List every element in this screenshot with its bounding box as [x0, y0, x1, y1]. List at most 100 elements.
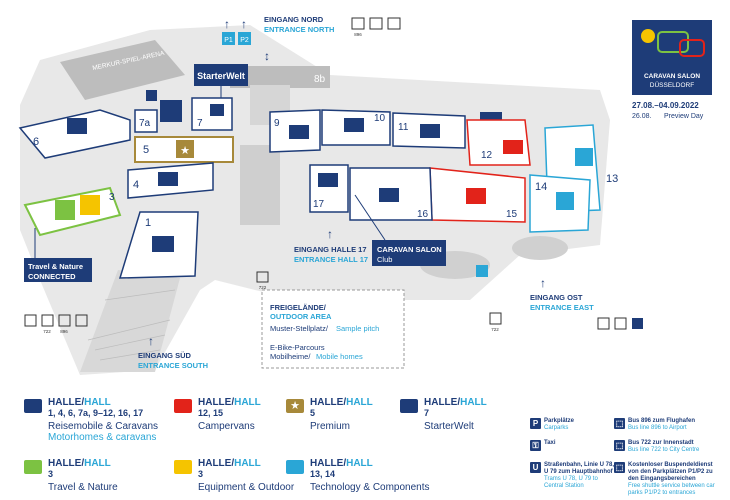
legend-item-starterwelt: HALLE/HALL 7 StarterWelt	[400, 397, 487, 432]
hall-1[interactable]: 1	[118, 211, 199, 279]
hall-17-label: 17	[313, 199, 325, 210]
hall-16[interactable]: 16	[349, 167, 433, 221]
transport-icons-south-west: 722 896	[24, 314, 88, 334]
bus-icon	[489, 312, 502, 325]
service-bus-airport: ⬚ Bus 896 zum Flughafen Bus line 896 to …	[614, 418, 696, 431]
legend-item-motorhomes: HALLE/HALL 1, 4, 6, 7a, 9–12, 16, 17 Rei…	[24, 397, 158, 443]
entrance-east: ↑ EINGANG OST ENTRANCE EAST	[530, 276, 594, 312]
hall-5[interactable]: ★ 5	[134, 136, 234, 163]
parking-p1-icon	[222, 32, 235, 45]
hall-16-label: 16	[417, 209, 429, 220]
travel-nature-tag-line1: Travel & Nature	[28, 262, 83, 271]
svg-text:896: 896	[354, 32, 362, 37]
starterwelt-icon	[400, 399, 418, 413]
service-shuttle: ⬚ Kostenloser Buspendeldienst von den Pa…	[614, 462, 715, 496]
tram-icon: U	[530, 462, 541, 473]
bus-icon	[256, 271, 269, 283]
transport-icons-north: 896	[351, 17, 401, 37]
tent-icon	[174, 460, 192, 474]
preview-label: Preview Day	[664, 113, 704, 120]
svg-text:E-Bike-Parcours: E-Bike-Parcours	[270, 343, 325, 352]
hall-6[interactable]: 6	[18, 109, 131, 159]
hall-15[interactable]: 15	[429, 167, 526, 223]
transport-icons-south-east: 722	[489, 312, 643, 332]
parking-icon	[597, 317, 610, 330]
service-bus-city: ⬚ Bus 722 zur Innenstadt Bus line 722 to…	[614, 440, 700, 453]
svg-text:Mobile homes: Mobile homes	[316, 352, 363, 361]
building-8b-label: 8b	[314, 74, 326, 85]
service-tram: U Straßenbahn, Linie U 78, U 79 zum Haup…	[530, 462, 618, 490]
service-taxi: ⚿ Taxi	[530, 440, 614, 451]
starterwelt-tag	[194, 64, 248, 86]
hall-11[interactable]: 11	[392, 112, 466, 149]
club-tag-line2: Club	[377, 255, 392, 264]
svg-text:FREIGELÄNDE/: FREIGELÄNDE/	[270, 303, 327, 312]
parking-p2-icon	[238, 32, 251, 45]
building-8b	[230, 66, 330, 88]
arrow-up-icon: ↑	[148, 334, 154, 348]
hall-10-label: 10	[374, 113, 386, 124]
hall-7a-icon	[160, 100, 182, 122]
travel-nature-tag	[24, 258, 92, 282]
south-walkway	[80, 270, 180, 372]
svg-text:EINGANG NORD: EINGANG NORD	[264, 15, 324, 24]
hall-6-label: 6	[33, 136, 39, 148]
parking-icon	[24, 314, 37, 327]
hall-11-label: 11	[398, 122, 409, 133]
svg-text:OUTDOOR AREA: OUTDOOR AREA	[270, 312, 332, 321]
taxi-icon	[369, 17, 383, 30]
hall-13-label: 13	[606, 173, 618, 185]
svg-text:ENTRANCE HALL 17: ENTRANCE HALL 17	[294, 255, 368, 264]
hall-9[interactable]: 9	[269, 109, 321, 153]
entrance-hall-17: ↑ EINGANG HALLE 17 ENTRANCE HALL 17	[294, 227, 368, 264]
hall-10[interactable]: 10	[321, 109, 391, 146]
svg-text:EINGANG HALLE 17: EINGANG HALLE 17	[294, 245, 367, 254]
legend-item-premium: ★ HALLE/HALL 5 Premium	[286, 397, 373, 432]
bus-city-icon: ⬚	[614, 440, 625, 451]
hall-3-label: 3	[109, 192, 115, 203]
hall-4-label: 4	[133, 179, 139, 191]
tram-icon	[146, 90, 157, 101]
svg-text:ENTRANCE NORTH: ENTRANCE NORTH	[264, 25, 334, 34]
hall-1-label: 1	[145, 217, 151, 229]
star-icon: ★	[180, 145, 190, 157]
svg-text:Mobilheime/: Mobilheime/	[270, 352, 311, 361]
svg-text:EINGANG SÜD: EINGANG SÜD	[138, 351, 192, 360]
starterwelt-tag-label: StarterWelt	[197, 71, 245, 81]
legend-item-campervans: HALLE/HALL 12, 15 Campervans	[174, 397, 261, 432]
arrow-updown-icon: ↕	[264, 49, 270, 63]
phone-icon	[286, 460, 304, 474]
shuttle-icon: ⬚	[614, 462, 625, 473]
svg-text:Muster-Stellplatz/: Muster-Stellplatz/	[270, 324, 329, 333]
taxi-icon	[75, 314, 88, 327]
svg-text:722: 722	[43, 329, 51, 334]
hall-4[interactable]: 4	[127, 162, 214, 199]
svg-text:ENTRANCE SOUTH: ENTRANCE SOUTH	[138, 361, 208, 370]
bus-icon	[387, 17, 401, 30]
bus-icon	[58, 314, 71, 327]
hall-7[interactable]: 7	[191, 97, 233, 131]
bus-icon	[351, 17, 365, 30]
arrow-up-icon: ↑	[327, 227, 333, 241]
caravan-salon-logo: CARAVAN SALON DÜSSELDORF	[632, 20, 712, 95]
sun-icon	[641, 29, 655, 43]
hall-14[interactable]: 14	[529, 174, 591, 233]
hall-12[interactable]: 12	[466, 119, 531, 166]
hall-3[interactable]: 3	[23, 186, 122, 237]
hall-7a[interactable]: 7a	[134, 109, 158, 133]
bus-airport-icon: ⬚	[614, 418, 625, 429]
hall-7-label: 7	[197, 118, 203, 129]
motorhome-icon	[24, 399, 42, 413]
club-tag	[372, 240, 446, 266]
bus-icon	[41, 314, 54, 327]
parking-icon	[476, 265, 488, 277]
hall-17[interactable]: 17	[309, 164, 349, 213]
tram-icon	[632, 318, 643, 329]
svg-text:Sample pitch: Sample pitch	[336, 324, 379, 333]
hall-14-label: 14	[535, 181, 547, 193]
arrow-up-icon: ↑	[241, 17, 247, 31]
tower-building	[240, 145, 280, 225]
outdoor-area-box	[261, 289, 405, 369]
svg-text:CARAVAN SALON: CARAVAN SALON	[644, 73, 700, 80]
svg-text:EINGANG OST: EINGANG OST	[530, 293, 583, 302]
